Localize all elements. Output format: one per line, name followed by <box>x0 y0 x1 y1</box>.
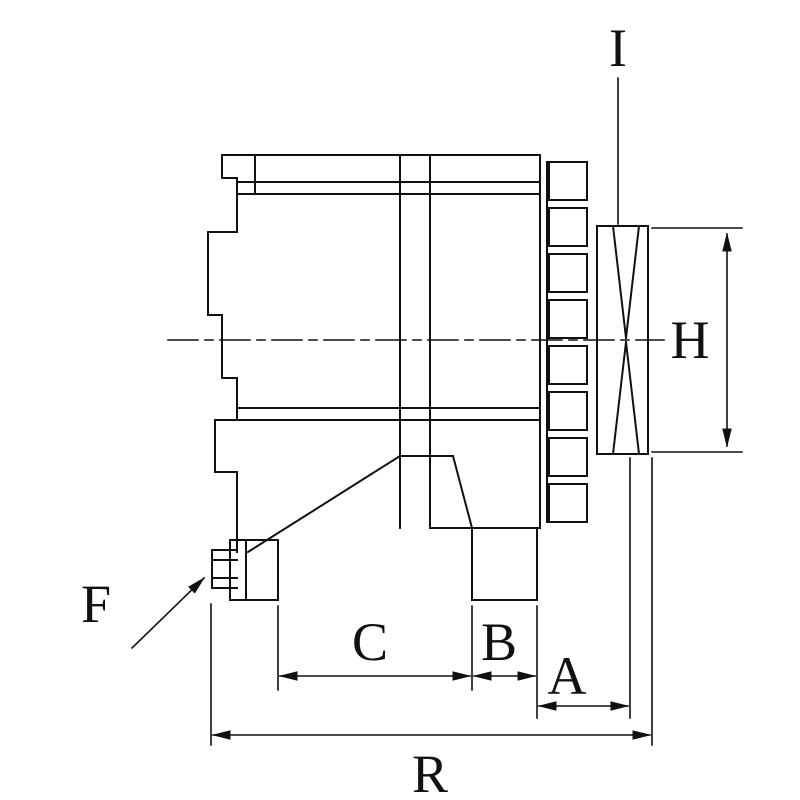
leader-line-f <box>130 576 206 650</box>
dim-label-f: F <box>81 574 111 634</box>
housing-verticals <box>399 154 541 529</box>
dim-label-a: A <box>548 646 587 706</box>
left-mounting-foot <box>229 539 279 601</box>
drawing-linework <box>130 77 743 746</box>
housing-top-band <box>221 154 541 195</box>
left-stepped-profile <box>207 154 238 553</box>
right-mounting-foot <box>471 527 538 601</box>
fan-ribs <box>548 161 588 523</box>
dim-label-i: I <box>609 18 627 78</box>
pulley-v-groove <box>611 224 641 456</box>
dim-label-h: H <box>671 310 710 370</box>
dimension-labels: I H F C B A R <box>81 18 710 800</box>
housing-lower-ribs <box>236 407 541 421</box>
bottom-extension-lines <box>210 457 653 746</box>
extension-lines-h <box>651 227 743 453</box>
housing-bottom-profile <box>246 454 541 554</box>
dim-label-c: C <box>352 612 388 672</box>
mounting-boss <box>211 549 238 589</box>
dim-label-b: B <box>481 612 517 672</box>
pulley-outline <box>596 225 649 455</box>
dim-label-r: R <box>412 744 448 800</box>
